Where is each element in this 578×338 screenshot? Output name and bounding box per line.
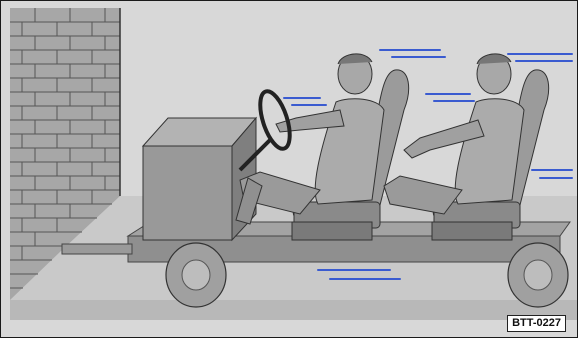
engine-block (143, 118, 256, 240)
front-wheel (166, 243, 226, 307)
rear-wheel (508, 243, 568, 307)
figure-reference-code: BTT-0227 (507, 315, 566, 332)
